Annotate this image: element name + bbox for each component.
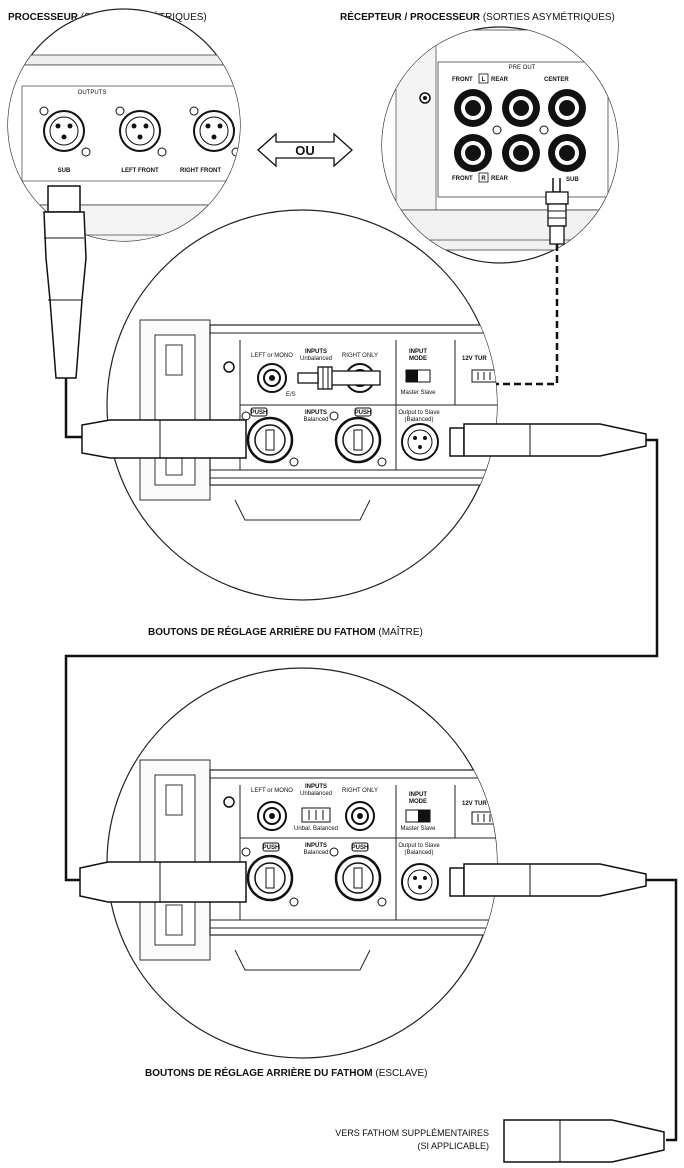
r-label: R <box>481 176 486 182</box>
sub-label: SUB <box>566 177 579 183</box>
pre-out-label: PRE OUT <box>509 65 536 71</box>
rear-bottom-label: REAR <box>491 176 509 182</box>
slave-combo-input-right: PUSH <box>329 842 387 907</box>
slave-output-bal-label: (Balanced) <box>404 850 433 856</box>
front-top-label: FRONT <box>452 77 473 83</box>
slave-left-mono-label: LEFT or MONO <box>251 788 293 794</box>
master-output-slave-label: Output to Slave <box>398 410 440 416</box>
master-xlr-out-plug <box>64 423 659 882</box>
center-label: CENTER <box>544 77 569 83</box>
slave-mode-label: MODE <box>409 799 427 805</box>
jack-label-right-front: RIGHT FRONT <box>180 168 221 174</box>
master-trigger-label: 12V TUR <box>462 356 487 362</box>
slave-right-only-label: RIGHT ONLY <box>342 788 378 794</box>
slave-output-xlr <box>401 863 439 901</box>
master-balanced-label: Balanced <box>303 417 328 423</box>
caption-slave: BOUTONS DE RÉGLAGE ARRIÈRE DU FATHOM (ES… <box>145 1068 428 1079</box>
master-combo-input-left: PUSH <box>241 407 299 467</box>
slave-input-label: INPUT <box>409 792 427 798</box>
caption-master: BOUTONS DE RÉGLAGE ARRIÈRE DU FATHOM (MA… <box>148 627 423 638</box>
master-inputs-bal-label: INPUTS <box>305 410 327 416</box>
jack-label-left-front: LEFT FRONT <box>121 168 159 174</box>
or-arrow: OU <box>257 132 353 168</box>
master-inputs-unbal-label: INPUTS <box>305 349 327 355</box>
svg-text:PUSH: PUSH <box>263 845 280 851</box>
slave-unbalanced-label: Unbalanced <box>300 791 332 797</box>
slave-balanced-label: Balanced <box>303 850 328 856</box>
or-label: OU <box>295 143 315 158</box>
rca-jacks <box>454 89 586 172</box>
master-combo-input-right: PUSH <box>329 407 387 467</box>
master-xlr-in-plug <box>81 419 247 459</box>
master-mode-label: MODE <box>409 356 427 362</box>
xlr-cable-processor <box>43 185 87 439</box>
slave-inputs-bal-label: INPUTS <box>305 843 327 849</box>
master-es-label: E/S <box>286 392 296 398</box>
svg-text:PUSH: PUSH <box>251 410 268 416</box>
slave-combo-input-left: PUSH <box>241 842 299 907</box>
rear-top-label: REAR <box>491 77 509 83</box>
slave-output-slave-label: Output to Slave <box>398 843 440 849</box>
outputs-label: OUTPUTS <box>78 90 107 96</box>
master-left-mono-label: LEFT or MONO <box>251 353 293 359</box>
extra-xlr-plug <box>503 1119 665 1163</box>
caption-receiver: RÉCEPTEUR / PROCESSEUR (SORTIES ASYMÉTRI… <box>340 12 615 23</box>
master-unbalanced-label: Unbalanced <box>300 356 332 362</box>
processor-zoom-circle: OUTPUTS SUB LEFT FRONT RIGHT FRONT <box>7 8 241 242</box>
front-bottom-label: FRONT <box>452 176 473 182</box>
master-output-xlr <box>401 423 439 461</box>
svg-text:PUSH: PUSH <box>355 410 372 416</box>
slave-master-slave-label: Master Slave <box>400 826 436 832</box>
master-right-only-label: RIGHT ONLY <box>342 353 378 359</box>
slave-xlr-in-plug <box>79 861 247 903</box>
slave-inputs-unbal-label: INPUTS <box>305 784 327 790</box>
xlr-jack-right-front <box>189 106 240 157</box>
xlr-jack-left-front <box>115 106 167 157</box>
slave-xlr-out-plug <box>449 863 678 1142</box>
master-rca-plug <box>297 366 381 390</box>
jack-label-sub: SUB <box>58 168 71 174</box>
master-master-slave-label: Master Slave <box>400 390 436 396</box>
master-input-label: INPUT <box>409 349 427 355</box>
master-zoom-circle: LEFT or MONO INPUTS Unbalanced RIGHT ONL… <box>106 209 498 601</box>
slave-trigger-label: 12V TUR <box>462 801 487 807</box>
master-output-bal-label: (Balanced) <box>404 417 433 423</box>
l-label: L <box>482 77 486 83</box>
svg-text:PUSH: PUSH <box>352 845 369 851</box>
caption-extra: VERS FATHOM SUPPLÉMENTAIRES (SI APPLICAB… <box>335 1128 489 1151</box>
xlr-jack-sub <box>39 106 91 157</box>
receiver-zoom-circle: PRE OUT FRONT L REAR CENTER FRONT R REAR… <box>381 26 619 264</box>
slave-switch-labels: Unbal. Balanced <box>294 826 338 832</box>
